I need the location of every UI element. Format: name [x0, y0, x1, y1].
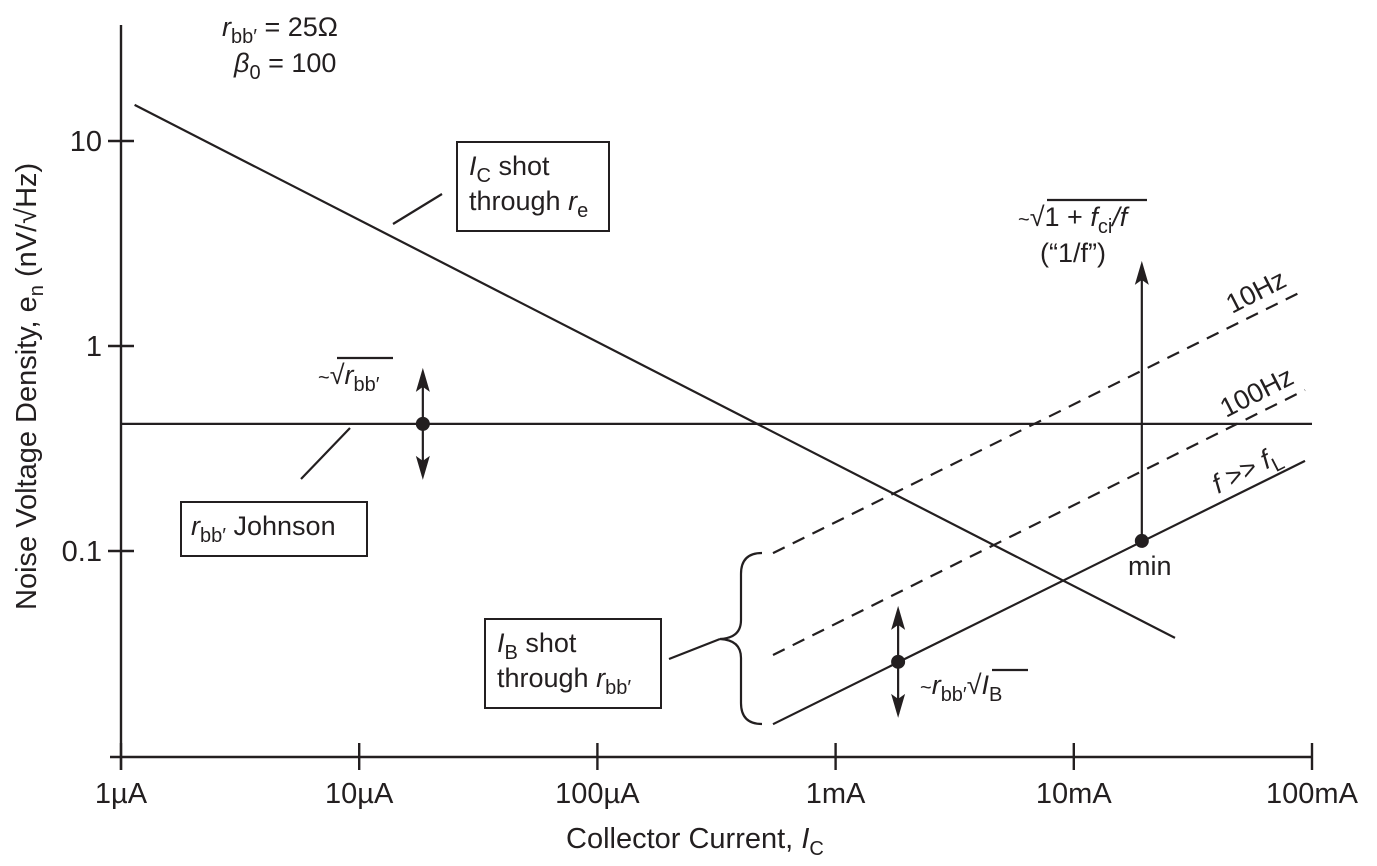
one-over-f-formula: ~√1 + fci/f	[1018, 202, 1130, 238]
x-tick-label: 100mA	[1266, 778, 1359, 810]
ic-shot-line	[134, 103, 1176, 639]
x-tick-label: 100µA	[555, 778, 640, 810]
ib-shot-label-line2: through rbb′	[497, 663, 631, 699]
x-tick-label: 1mA	[806, 778, 866, 810]
ib-leader-line	[668, 637, 721, 661]
param-rbb: rbb′ = 25Ω	[222, 12, 338, 48]
min-point	[1134, 533, 1149, 548]
x-tick-label: 1µA	[95, 778, 148, 810]
series-group	[121, 103, 1312, 726]
curly-brace	[719, 551, 763, 726]
ic-shot-box	[456, 141, 610, 232]
rbb-point-arrow-up	[415, 367, 430, 392]
y-ticks: 10 1 0.1	[62, 126, 134, 568]
x-ticks: 1µA 10µA 100µA 1mA 10mA 100mA	[95, 743, 1359, 810]
rbb-johnson-box	[180, 501, 368, 557]
ib-shot-fl-line	[772, 459, 1306, 726]
ib-shot-10hz-line	[772, 289, 1306, 555]
label-min: min	[1128, 551, 1172, 581]
ib-point	[891, 654, 906, 669]
one-over-f-label: (“1/f”)	[1040, 238, 1106, 268]
ic-shot-label-line1: IC shot	[469, 151, 550, 187]
y-tick-label: 10	[70, 126, 102, 158]
label-10hz: 10Hz	[1221, 264, 1291, 319]
points-group	[415, 260, 1149, 718]
ic-shot-label-line2: through re	[469, 186, 588, 222]
x-tick-label: 10mA	[1036, 778, 1112, 810]
min-point-arrow-up	[1134, 260, 1149, 285]
rbb-leader-line	[300, 427, 351, 480]
x-tick-label: 10µA	[325, 778, 394, 810]
y-tick-label: 1	[86, 331, 102, 363]
ib-point-arrow-down	[891, 693, 906, 718]
rbb-point-arrow-down	[415, 455, 430, 480]
y-tick-label: 0.1	[62, 536, 102, 568]
rbb-point	[415, 416, 430, 431]
ib-shot-100hz-line	[772, 389, 1306, 656]
ib-shot-box	[484, 618, 662, 709]
sqrt-rbb-label: ~√rbb′	[318, 360, 380, 396]
y-axis-title: Noise Voltage Density, en (nV/√Hz)	[11, 163, 48, 610]
rbb-johnson-label: rbb′ Johnson	[191, 511, 336, 547]
param-beta: β0 = 100	[233, 48, 336, 84]
ib-shot-label-line1: IB shot	[497, 628, 577, 664]
ic-leader-line	[392, 193, 443, 225]
ib-point-arrow-up	[891, 605, 906, 630]
rbb-sqrt-ib-label: ~rbb′√IB	[920, 670, 1002, 706]
x-axis-title: Collector Current, IC	[566, 823, 824, 860]
label-f-much-greater-fl: f >> fL	[1207, 440, 1288, 505]
